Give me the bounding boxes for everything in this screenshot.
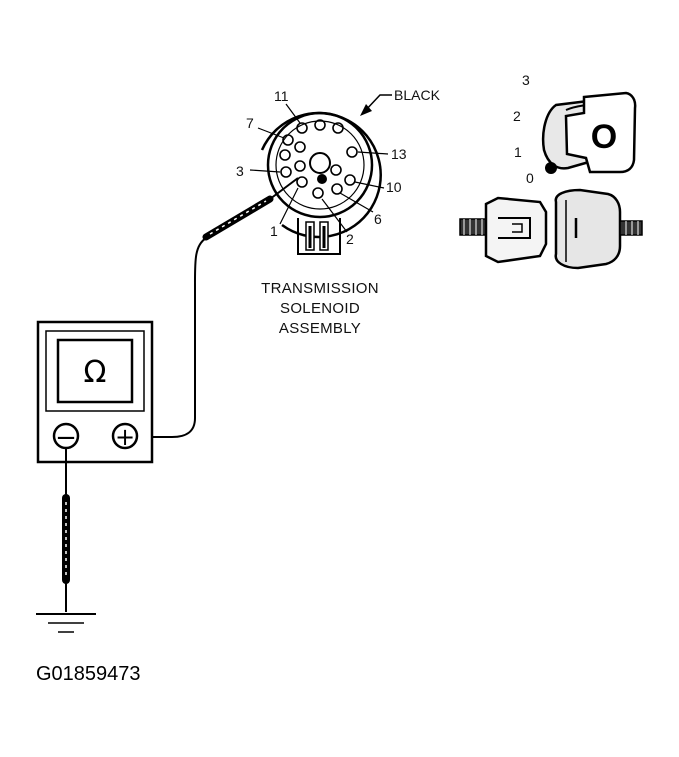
inline-connector xyxy=(459,188,643,270)
connector-inner-ring xyxy=(275,120,365,210)
key-position-0: 0 xyxy=(526,170,534,186)
caption-line-2: SOLENOID xyxy=(280,300,360,317)
key-position-1: 1 xyxy=(514,144,522,160)
key-mark: O xyxy=(591,118,617,156)
key-position-2: 2 xyxy=(513,108,521,124)
connector-center-hole xyxy=(309,152,331,174)
connector-key-dot xyxy=(317,174,327,184)
pin-label-11: 11 xyxy=(274,88,289,104)
right-wire xyxy=(619,220,643,236)
positive-probe xyxy=(138,177,299,438)
pin-label-10: 10 xyxy=(386,179,402,195)
pin-label-3: 3 xyxy=(236,163,244,179)
meter-display xyxy=(56,338,134,404)
key-blade xyxy=(564,91,637,174)
pin-label-6: 6 xyxy=(374,211,382,227)
female-half xyxy=(554,188,622,270)
pin-label-13: 13 xyxy=(391,146,407,162)
pin-label-2: 2 xyxy=(346,231,354,247)
pin-label-7: 7 xyxy=(246,115,254,131)
connector-color-label: BLACK xyxy=(394,87,441,103)
ignition-key: O 3 2 1 0 xyxy=(513,72,637,186)
connector-pins xyxy=(279,119,358,199)
key-position-3: 3 xyxy=(522,72,530,88)
connector-face xyxy=(266,111,374,219)
negative-symbol: − xyxy=(55,423,77,453)
figure-id: G01859473 xyxy=(36,663,141,685)
pin-leaders xyxy=(249,103,389,233)
caption-line-1: TRANSMISSION xyxy=(261,280,379,297)
caption-line-3: ASSEMBLY xyxy=(279,320,361,337)
pin-label-1: 1 xyxy=(270,223,278,239)
ground-symbol xyxy=(36,613,96,633)
positive-symbol: + xyxy=(115,423,135,451)
positive-lead-wire xyxy=(138,237,207,438)
positive-terminal xyxy=(111,422,139,450)
ohmmeter: Ω − + xyxy=(36,320,154,464)
ohm-symbol: Ω xyxy=(84,355,107,390)
solenoid-connector: 11 7 3 13 10 1 2 6 BLACK TRANSMISSION SO… xyxy=(236,87,441,337)
black-label-leader xyxy=(360,94,392,116)
connector-tab xyxy=(297,218,341,255)
male-half xyxy=(484,196,548,264)
key-position-marker xyxy=(545,162,557,174)
